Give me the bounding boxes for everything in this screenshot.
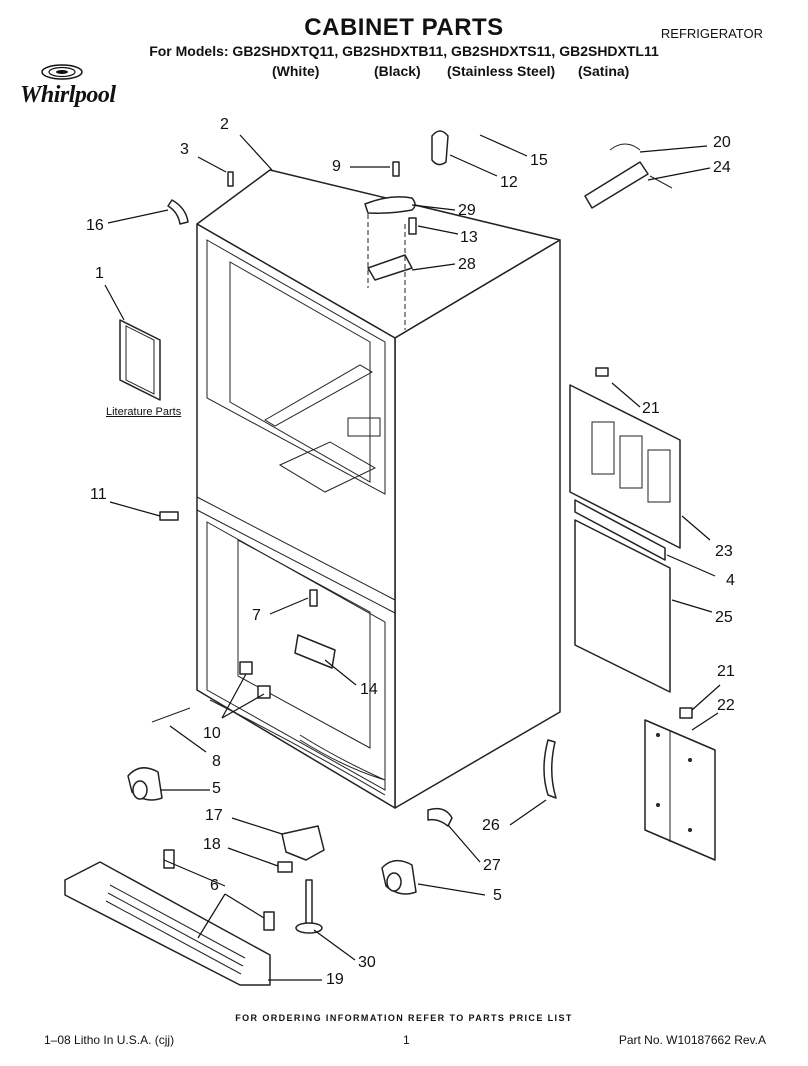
callout-21b: 21 (717, 663, 735, 680)
trim-strip (574, 499, 666, 561)
callout-3: 3 (180, 141, 189, 158)
callout-14: 14 (360, 681, 378, 698)
callout-26: 26 (482, 817, 500, 834)
drain-tube (543, 739, 557, 799)
callout-17: 17 (205, 807, 223, 824)
callout-25: 25 (715, 609, 733, 626)
literature-parts-label: Literature Parts (106, 406, 182, 418)
callout-12: 12 (500, 174, 518, 191)
ordering-info: FOR ORDERING INFORMATION REFER TO PARTS … (235, 1013, 573, 1023)
callout-15: 15 (530, 152, 548, 169)
toe-grille (64, 849, 275, 986)
callout-2: 2 (220, 116, 229, 133)
tube-clamp (427, 807, 453, 827)
appliance-category: REFRIGERATOR (660, 26, 763, 41)
callout-7: 7 (252, 607, 261, 624)
callout-29: 29 (458, 202, 476, 219)
callout-10: 10 (203, 725, 221, 742)
callout-28: 28 (458, 256, 476, 273)
callout-27: 27 (483, 857, 501, 874)
callout-21a: 21 (642, 400, 660, 417)
model-list: For Models: GB2SHDXTQ11, GB2SHDXTB11, GB… (149, 43, 659, 59)
page-title: CABINET PARTS (304, 14, 504, 41)
tube-clip (167, 199, 189, 225)
callout-1: 1 (95, 265, 104, 282)
callout-5b: 5 (493, 887, 502, 904)
side-bracket (644, 719, 716, 861)
rear-access-panel (569, 367, 681, 549)
leveling-bracket (281, 825, 325, 861)
part-number: Part No. W10187662 Rev.A (618, 1033, 766, 1047)
callout-16: 16 (86, 217, 104, 234)
water-tube-assembly (584, 143, 673, 209)
page-number: 1 (403, 1033, 410, 1047)
fasteners (151, 511, 693, 934)
finish-black: (Black) (374, 63, 421, 79)
litho-info: 1–08 Litho In U.S.A. (cjj) (44, 1033, 175, 1047)
callout-23: 23 (715, 543, 733, 560)
callout-4: 4 (726, 572, 735, 589)
leader-lines (104, 134, 721, 981)
callout-19: 19 (326, 971, 344, 988)
finish-white: (White) (272, 63, 320, 79)
literature-book (119, 319, 161, 401)
callout-24: 24 (713, 159, 731, 176)
callout-30: 30 (358, 954, 376, 971)
brand-logo: Whirlpool (20, 82, 116, 108)
caster-wheels (127, 767, 417, 895)
finish-stainless: (Stainless Steel) (447, 63, 556, 79)
callout-13: 13 (460, 229, 478, 246)
finish-satina: (Satina) (578, 63, 630, 79)
callout-5a: 5 (212, 780, 221, 797)
callout-18: 18 (203, 836, 221, 853)
callout-22: 22 (717, 697, 735, 714)
brand-swirl-icon (41, 64, 83, 80)
bottom-panel (574, 519, 671, 693)
callout-6: 6 (210, 877, 219, 894)
callout-11: 11 (90, 486, 107, 503)
callout-20: 20 (713, 134, 731, 151)
callout-9: 9 (332, 158, 341, 175)
callout-8: 8 (212, 753, 221, 770)
